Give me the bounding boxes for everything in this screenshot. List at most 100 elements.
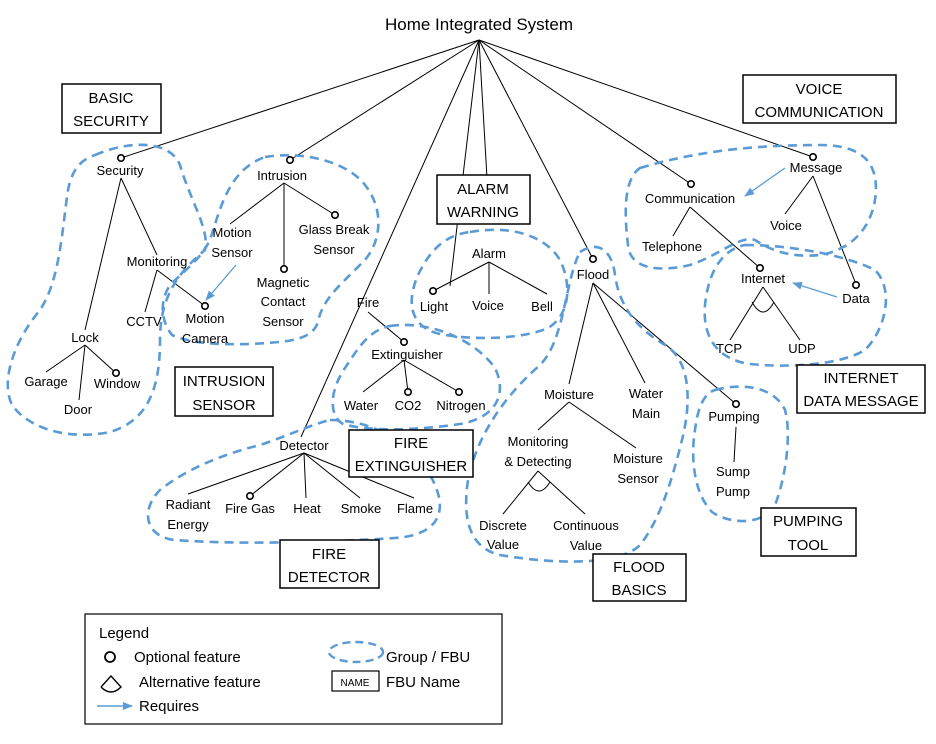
svg-text:DATA MESSAGE: DATA MESSAGE xyxy=(803,393,918,410)
feature-voice-msg: Voice xyxy=(770,218,802,233)
feature-magnetic-2: Contact xyxy=(261,294,306,309)
legend-fbu-name-label: FBU Name xyxy=(386,674,460,691)
legend-fbu-name-sample: NAME xyxy=(341,678,370,689)
optional-dot-light xyxy=(428,286,437,295)
feature-sump-pump-2: Pump xyxy=(716,484,750,499)
feature-tcp: TCP xyxy=(716,341,742,356)
feature-message: Message xyxy=(790,160,843,175)
feature-fire: Fire xyxy=(357,295,379,310)
optional-dot-window xyxy=(112,368,121,377)
feature-flood: Flood xyxy=(577,267,610,282)
group-fire-detector xyxy=(146,418,441,544)
feature-heat: Heat xyxy=(293,501,321,516)
feature-flame: Flame xyxy=(397,501,433,516)
feature-window: Window xyxy=(94,376,141,391)
legend-optional-icon xyxy=(104,651,116,663)
alarm-edges xyxy=(432,261,548,295)
edge-root-communication xyxy=(478,39,692,185)
edge-root-detector xyxy=(300,39,480,438)
fbu-fire-detector: FIRE DETECTOR xyxy=(279,539,380,589)
feature-pumping: Pumping xyxy=(708,409,759,424)
feature-data: Data xyxy=(842,291,870,306)
optional-dot-message xyxy=(808,153,817,162)
group-fire-extinguisher xyxy=(331,323,502,431)
svg-text:VOICE: VOICE xyxy=(796,81,843,98)
svg-text:FIRE: FIRE xyxy=(312,546,346,563)
alternative-arc-internet xyxy=(751,301,775,313)
svg-text:WARNING: WARNING xyxy=(447,204,519,221)
feature-bell: Bell xyxy=(531,299,553,314)
comm-edges xyxy=(672,175,857,341)
feature-extinguisher: Extinguisher xyxy=(371,347,443,362)
feature-garage: Garage xyxy=(24,374,67,389)
optional-dot-motion-camera xyxy=(201,301,210,310)
legend-alternative-icon xyxy=(100,674,122,693)
feature-discrete-2: Value xyxy=(487,537,519,552)
group-intrusion-sensor xyxy=(161,153,380,346)
requires-motion-sensor-camera xyxy=(205,264,237,301)
optional-dot-flood xyxy=(588,255,597,264)
group-flood-basics xyxy=(464,245,689,563)
svg-text:COMMUNICATION: COMMUNICATION xyxy=(755,104,884,121)
intrusion-edges xyxy=(229,182,336,269)
fbu-pumping-tool: PUMPING TOOL xyxy=(760,507,857,557)
svg-text:FLOOD: FLOOD xyxy=(613,559,665,576)
optional-dot-intrusion xyxy=(285,156,294,165)
svg-text:BASIC: BASIC xyxy=(88,90,133,107)
fbu-alarm-warning: ALARM WARNING xyxy=(436,174,531,225)
feature-moisture: Moisture xyxy=(544,387,594,402)
feature-magnetic-3: Sensor xyxy=(262,314,304,329)
optional-dot-internet xyxy=(755,263,764,272)
fbu-fire-extinguisher: FIRE EXTINGUISHER xyxy=(348,429,474,478)
optional-dot-fire-gas xyxy=(246,491,255,500)
legend-title: Legend xyxy=(99,625,149,642)
edge-root-flood xyxy=(478,39,594,260)
security-edges xyxy=(45,177,206,401)
feature-radiant-2: Energy xyxy=(167,517,209,532)
edge-root-security xyxy=(120,39,480,159)
svg-text:TOOL: TOOL xyxy=(788,537,829,554)
feature-water-main-1: Water xyxy=(629,386,664,401)
svg-text:SENSOR: SENSOR xyxy=(192,397,256,414)
fire-edges xyxy=(362,311,460,393)
feature-labels: Security Monitoring CCTV Lock Garage Win… xyxy=(24,160,870,553)
fbu-voice-communication: VOICE COMMUNICATION xyxy=(742,74,897,124)
feature-co2: CO2 xyxy=(395,398,422,413)
svg-text:EXTINGUISHER: EXTINGUISHER xyxy=(355,458,468,475)
feature-glass-break-2: Sensor xyxy=(313,242,355,257)
optional-dot-glass-break xyxy=(330,211,339,220)
feature-continuous-2: Value xyxy=(570,538,602,553)
svg-text:BASICS: BASICS xyxy=(611,582,666,599)
feature-water-main-2: Main xyxy=(632,406,660,421)
group-basic-security xyxy=(6,143,208,436)
optional-dots xyxy=(112,153,860,500)
optional-dot-co2 xyxy=(403,387,412,396)
feature-sump-pump-1: Sump xyxy=(716,464,750,479)
svg-text:INTERNET: INTERNET xyxy=(824,370,899,387)
feature-light: Light xyxy=(420,299,449,314)
group-internet-data-message xyxy=(703,243,888,367)
feature-glass-break-1: Glass Break xyxy=(299,222,370,237)
svg-text:INTRUSION: INTRUSION xyxy=(183,373,266,390)
edge-root-message xyxy=(478,39,814,158)
legend-fbu-name-icon xyxy=(331,670,380,692)
optional-dot-nitrogen xyxy=(454,387,463,396)
feature-water: Water xyxy=(344,398,379,413)
optional-dot-pumping xyxy=(731,399,740,408)
group-voice-communication xyxy=(624,143,878,270)
legend: Legend Optional feature Alternative feat… xyxy=(84,613,503,725)
feature-discrete-1: Discrete xyxy=(479,518,527,533)
legend-group-label: Group / FBU xyxy=(386,649,470,666)
feature-cctv: CCTV xyxy=(126,314,162,329)
feature-motion-camera-2: Camera xyxy=(182,331,229,346)
fbu-internet-data-message: INTERNET DATA MESSAGE xyxy=(796,364,926,414)
group-pumping-tool xyxy=(691,385,790,523)
legend-optional-label: Optional feature xyxy=(134,649,241,666)
fbu-flood-basics: FLOOD BASICS xyxy=(592,553,687,602)
feature-radiant-1: Radiant xyxy=(166,497,211,512)
feature-monitoring: Monitoring xyxy=(127,254,188,269)
feature-voice-alarm: Voice xyxy=(472,298,504,313)
fbu-name-boxes: BASIC SECURITY INTRUSION SENSOR ALARM WA… xyxy=(61,74,926,602)
feature-monitoring-detecting-2: & Detecting xyxy=(504,454,571,469)
